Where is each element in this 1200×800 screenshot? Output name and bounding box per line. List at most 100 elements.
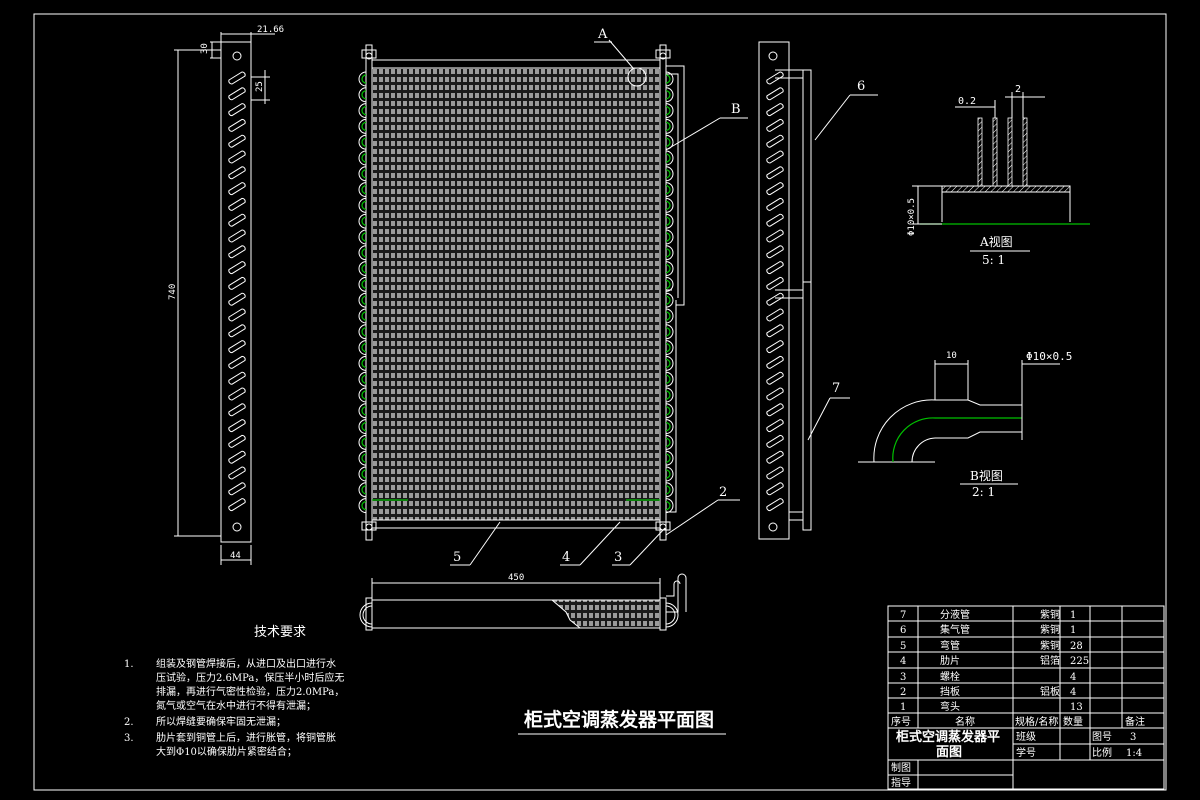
plate-slot xyxy=(766,197,784,211)
u-bend xyxy=(358,71,367,87)
plate-slot xyxy=(228,276,246,290)
plate-slot xyxy=(766,340,784,354)
bom-cell-name: 弯头 xyxy=(940,700,960,713)
u-bend xyxy=(665,118,674,134)
callout-2: 2 xyxy=(719,485,727,500)
plate-slot xyxy=(228,213,246,227)
plate-slot xyxy=(228,103,246,117)
u-bend xyxy=(665,245,674,261)
plate-slot xyxy=(766,466,784,480)
u-bend xyxy=(358,134,367,150)
bom-cell-qty: 225 xyxy=(1070,656,1089,667)
dim-side-pitch: 25 xyxy=(255,81,265,92)
fin-block xyxy=(371,67,661,521)
bom-header-material: 规格/名称 xyxy=(1015,715,1058,728)
right-side-view xyxy=(758,41,812,540)
bom-cell-material: 铝板 xyxy=(1040,685,1060,698)
plate-slot xyxy=(228,134,246,148)
u-bend xyxy=(358,103,367,119)
u-bend xyxy=(358,450,367,466)
u-bend xyxy=(358,229,367,245)
plate-slot xyxy=(228,419,246,433)
note-3-line-2: 大到Φ10以确保肋片紧密结合； xyxy=(156,745,297,758)
u-bend xyxy=(358,213,367,229)
plate-slot xyxy=(228,182,246,196)
u-bend xyxy=(665,213,674,229)
plate-slot xyxy=(228,403,246,417)
note-3-num: 3. xyxy=(124,733,134,744)
u-bend xyxy=(665,87,674,103)
bom-cell-material: 铝箔 xyxy=(1040,654,1060,667)
u-bend xyxy=(358,324,367,340)
plate-slot xyxy=(228,166,246,180)
titleblock-id-label: 学号 xyxy=(1016,746,1036,759)
u-bend xyxy=(358,419,367,435)
bom-header-no: 序号 xyxy=(891,715,911,728)
u-bend xyxy=(665,292,674,308)
u-bend xyxy=(665,324,674,340)
callout-3: 3 xyxy=(614,550,622,565)
u-bend xyxy=(358,482,367,498)
drawing-border xyxy=(33,13,1167,791)
plate-slot xyxy=(228,197,246,211)
u-bend xyxy=(665,150,674,166)
plate-slot xyxy=(228,450,246,464)
u-bend xyxy=(358,466,367,482)
plate-slot xyxy=(228,150,246,164)
bom-cell-no: 4 xyxy=(900,656,906,667)
u-bend xyxy=(665,166,674,182)
note-3-line-1: 肋片套到铜管上后，进行胀管，将铜管胀 xyxy=(156,731,336,744)
u-bend xyxy=(665,482,674,498)
plate-slot xyxy=(766,387,784,401)
plate-slot xyxy=(766,434,784,448)
u-bend xyxy=(665,434,674,450)
u-bend xyxy=(358,498,367,514)
plate-slot xyxy=(228,371,246,385)
u-bend xyxy=(358,118,367,134)
u-bend xyxy=(358,197,367,213)
bom-cell-qty: 1 xyxy=(1070,610,1076,621)
dim-side-height: 740 xyxy=(168,284,178,300)
bom-cell-qty: 4 xyxy=(1070,672,1076,683)
bom-cell-name: 弯管 xyxy=(940,639,960,652)
plate-slot xyxy=(228,245,246,259)
u-bend xyxy=(358,276,367,292)
plate-slot xyxy=(766,71,784,85)
bom-cell-no: 5 xyxy=(900,641,906,652)
main-front-view xyxy=(358,44,685,541)
u-bend xyxy=(665,229,674,245)
b-view-scale: 2: 1 xyxy=(972,485,995,499)
u-bend xyxy=(358,355,367,371)
titleblock-name-2: 面图 xyxy=(936,745,962,760)
plate-slot xyxy=(766,419,784,433)
u-bend xyxy=(358,340,367,356)
a-dim-2: 2 xyxy=(1015,84,1021,95)
bom-cell-no: 7 xyxy=(900,610,906,621)
u-bend xyxy=(358,166,367,182)
callouts: A B 2 3 4 5 6 7 xyxy=(450,27,878,566)
bottom-view: 450 xyxy=(359,573,687,631)
titleblock-check-label: 指导 xyxy=(891,776,911,789)
u-bend xyxy=(665,71,674,87)
plate-slot xyxy=(766,371,784,385)
callout-4: 4 xyxy=(562,550,570,565)
bom-cell-name: 分液管 xyxy=(940,608,970,621)
u-bend xyxy=(358,292,367,308)
plate-slot xyxy=(766,118,784,132)
u-bend xyxy=(358,387,367,403)
callout-A: A xyxy=(597,27,608,42)
plate-slot xyxy=(228,434,246,448)
plate-slot xyxy=(766,403,784,417)
plate-slot xyxy=(766,166,784,180)
u-bend xyxy=(665,387,674,403)
titleblock-scale-label: 比例 xyxy=(1092,746,1112,759)
u-bend xyxy=(358,371,367,387)
title-block: 柜式空调蒸发器平 面图 班级 学号 图号 3 比例 1:4 制图 指导 xyxy=(888,728,1164,789)
plate-slot xyxy=(228,292,246,306)
bom-header-name: 名称 xyxy=(955,715,975,728)
u-bend xyxy=(665,308,674,324)
plate-slot xyxy=(766,355,784,369)
u-bend xyxy=(665,466,674,482)
